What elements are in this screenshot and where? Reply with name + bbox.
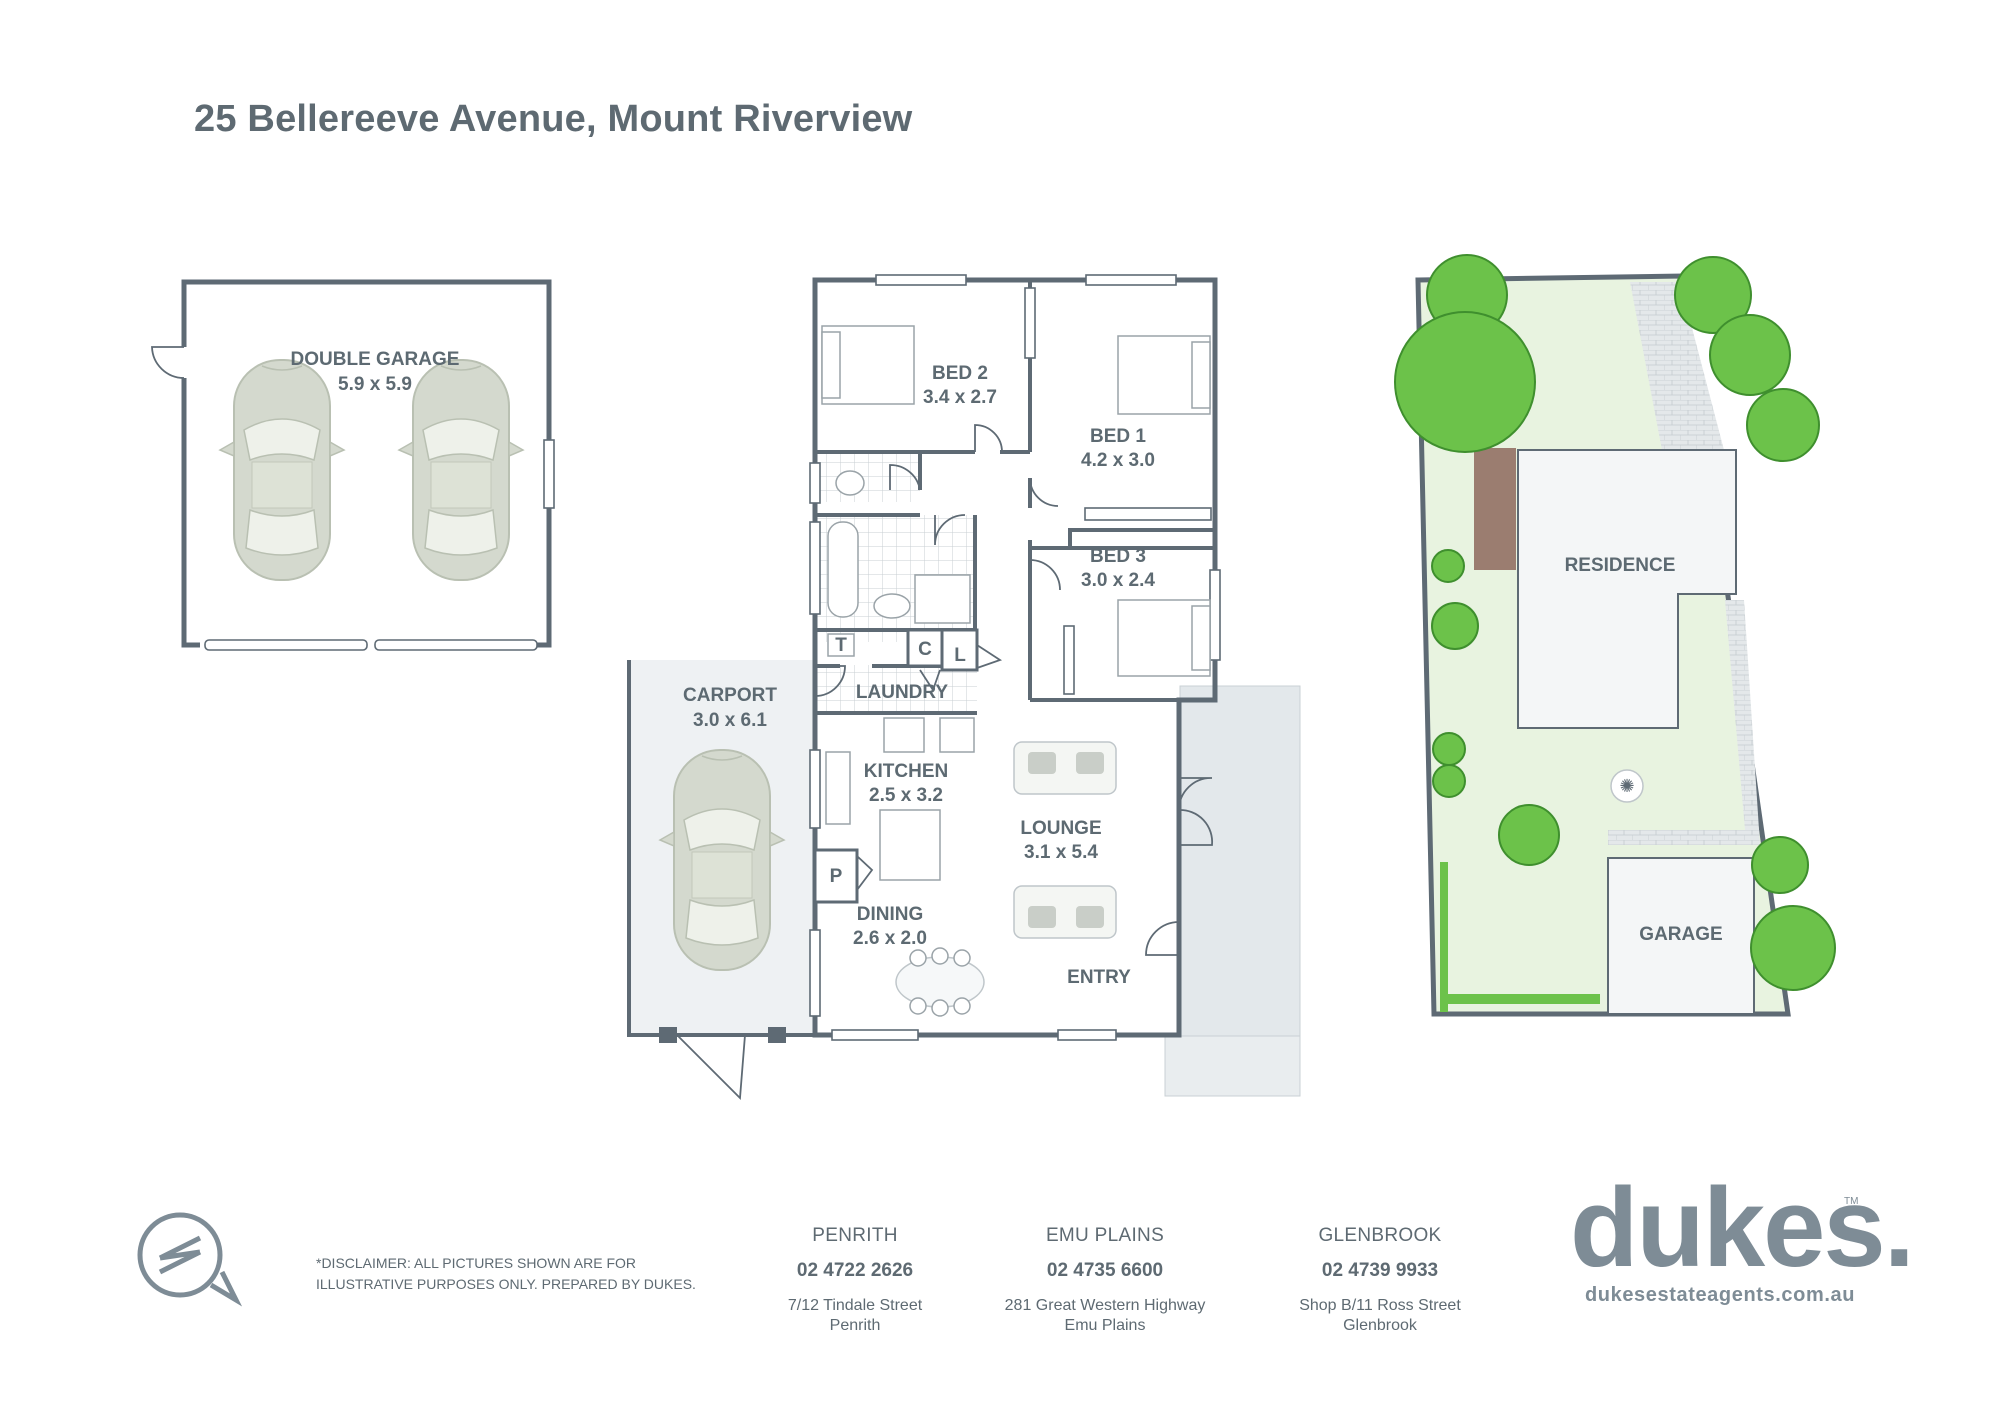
dining-dimensions: 2.6 x 2.0 <box>853 928 927 949</box>
disclaimer: *DISCLAIMER: ALL PICTURES SHOWN ARE FOR … <box>316 1255 696 1292</box>
page-title: 25 Bellereeve Avenue, Mount Riverview <box>194 98 913 140</box>
tree-icon <box>1751 836 1809 894</box>
tree-icon <box>1674 256 1752 334</box>
tree-icon <box>1432 764 1466 798</box>
lounge-label: LOUNGE <box>1020 818 1101 839</box>
garage-car-left <box>219 359 345 581</box>
website-link[interactable]: dukesestateagents.com.au <box>1584 1284 1856 1306</box>
lounge-dimensions: 3.1 x 5.4 <box>1024 842 1098 863</box>
bed3-dimensions: 3.0 x 2.4 <box>1081 570 1155 591</box>
bed1-label: BED 1 <box>1090 426 1146 447</box>
dukes-logo: dukes. dukesestateagents.com.au <box>1570 1165 1915 1307</box>
tree-icon <box>1431 602 1479 650</box>
kitchen-dimensions: 2.5 x 3.2 <box>869 785 943 806</box>
double-garage: DOUBLE GARAGE 5.9 x 5.9 <box>151 279 555 651</box>
dining-label: DINING <box>857 904 924 925</box>
garage-label: DOUBLE GARAGE <box>291 349 460 370</box>
bed2-dimensions: 3.4 x 2.7 <box>923 387 997 408</box>
tree-icon <box>1750 905 1836 991</box>
site-garage-label: GARAGE <box>1639 924 1722 945</box>
cupboard-l-label: L <box>954 645 966 666</box>
tree-icon <box>1746 388 1820 462</box>
carport-dimensions: 3.0 x 6.1 <box>693 710 767 731</box>
entry-label: ENTRY <box>1067 967 1131 988</box>
trademark-mark: TM <box>1844 1196 1859 1207</box>
residence-label: RESIDENCE <box>1565 555 1676 576</box>
phone-number[interactable]: 02 4735 6600 <box>1046 1260 1164 1281</box>
fire-pit-icon: ✺ <box>1619 776 1634 797</box>
carport-label: CARPORT <box>683 685 777 706</box>
carport-car <box>659 749 785 971</box>
garage-dimensions: 5.9 x 5.9 <box>338 374 412 395</box>
kitchen-label: KITCHEN <box>864 761 948 782</box>
bed1-dimensions: 4.2 x 3.0 <box>1081 450 1155 471</box>
garage-car-right <box>398 359 524 581</box>
phone-number[interactable]: 02 4722 2626 <box>796 1260 914 1281</box>
office-emu-plains: EMU PLAINS 02 4735 6600 281 Great Wester… <box>975 1225 1235 1336</box>
tree-icon <box>1432 732 1466 766</box>
tree-icon <box>1431 549 1465 583</box>
house-plan: CARPORT 3.0 x 6.1 C L P T <box>627 274 1301 1101</box>
phone-number[interactable]: 02 4739 9933 <box>1321 1260 1439 1281</box>
laundry-label: LAUNDRY <box>856 682 949 703</box>
toilet-t-label: T <box>835 635 847 656</box>
tree-icon <box>1394 311 1536 453</box>
site-plan: RESIDENCE GARAGE ✺ <box>1394 254 1836 1017</box>
pantry-label: P <box>830 866 843 887</box>
cupboard-c-label: C <box>918 639 932 660</box>
north-compass-icon <box>137 1212 243 1307</box>
office-penrith: PENRITH 02 4722 2626 7/12 Tindale Street… <box>725 1225 985 1336</box>
tree-icon <box>1709 314 1791 396</box>
tree-icon <box>1498 804 1560 866</box>
bed3-label: BED 3 <box>1090 546 1146 567</box>
bed2-label: BED 2 <box>932 363 988 384</box>
office-glenbrook: GLENBROOK 02 4739 9933 Shop B/11 Ross St… <box>1250 1225 1510 1336</box>
